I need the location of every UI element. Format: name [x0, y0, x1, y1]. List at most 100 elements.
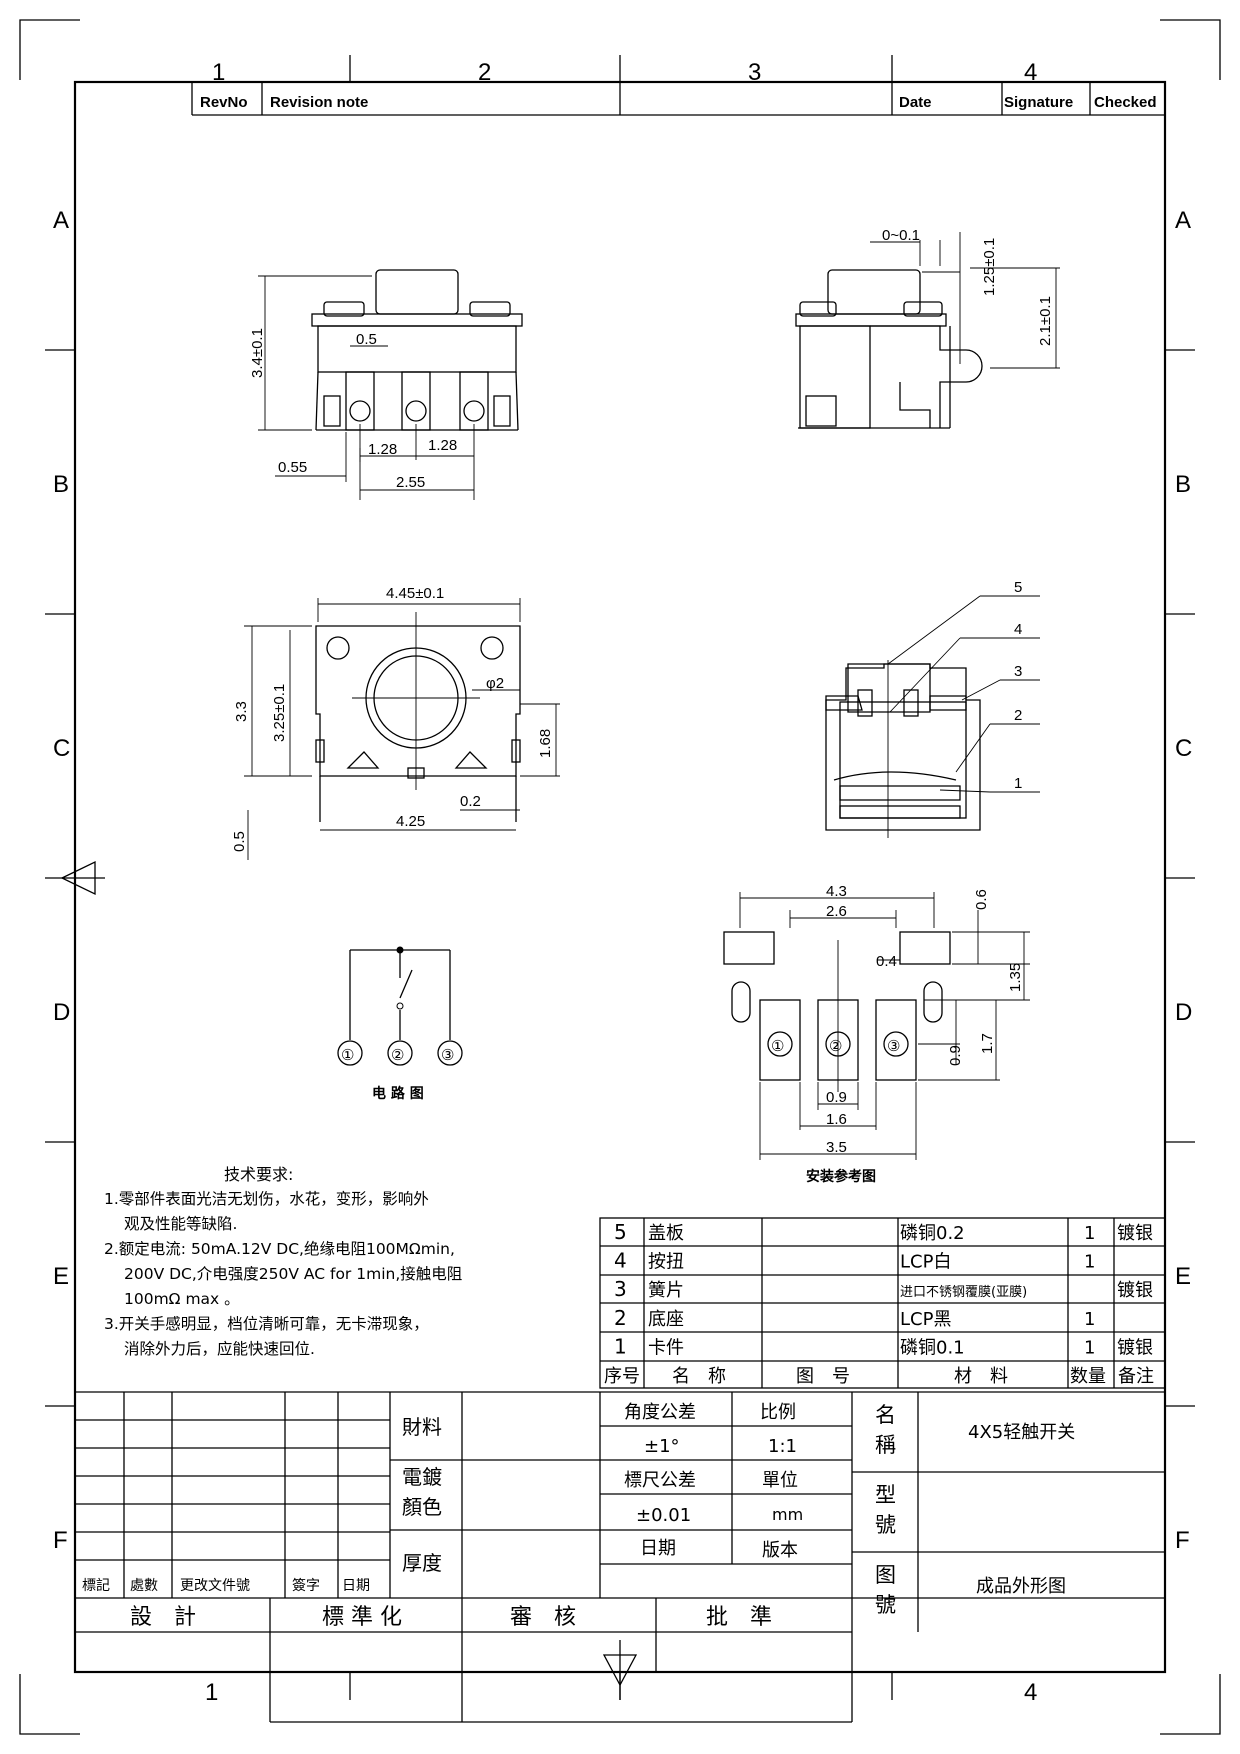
top-height-inner-dim: 3.25±0.1 [271, 684, 288, 742]
bom-header-note: 备注 [1118, 1366, 1154, 1387]
drawing-no-label: 图號 [875, 1563, 896, 1617]
drawing-number: 成品外形图 [976, 1576, 1066, 1597]
requirement-line: 观及性能等缺陷. [124, 1215, 238, 1233]
bom-cell-no: 4 [614, 1249, 627, 1273]
date-header: Date [899, 94, 932, 111]
fp-h3-dim: 0.9 [947, 1045, 964, 1066]
plating-label: 電鍍顏色 [402, 1465, 442, 1519]
bom-cell-qty: 1 [1084, 1252, 1095, 1273]
angle-tolerance-value: ±1° [644, 1436, 680, 1457]
version-label: 版本 [762, 1540, 798, 1561]
row-label-a: A [53, 207, 69, 234]
mod-header-mark: 標記 [82, 1577, 110, 1594]
thickness-label: 厚度 [402, 1551, 442, 1575]
mod-header-sign: 簽字 [292, 1577, 320, 1594]
top-height-outer-dim: 3.3 [233, 701, 250, 722]
fp-pad-1: ① [771, 1038, 784, 1055]
bom-cell-note: 镀银 [1117, 1280, 1153, 1301]
bom-cell-material: 磷铜0.1 [900, 1337, 965, 1358]
top-pin-length-dim: 0.5 [231, 831, 248, 852]
bom-cell-material: LCP黑 [900, 1309, 951, 1330]
scale-label: 比例 [760, 1402, 796, 1423]
row-label-d: D [53, 999, 70, 1026]
bom-cell-no: 5 [614, 1220, 627, 1244]
row-label-f-right: F [1175, 1527, 1190, 1554]
row-label-d-right: D [1175, 999, 1192, 1026]
bom-cell-name: 底座 [648, 1309, 684, 1330]
mod-header-date: 日期 [342, 1578, 370, 1594]
top-view: 4.45±0.1 3.3 3.25±0.1 φ2 1.68 0.2 4.25 0… [231, 585, 560, 860]
callout-1: 1 [1014, 775, 1022, 792]
mod-header-count: 處數 [130, 1578, 158, 1594]
row-label-c-right: C [1175, 735, 1192, 762]
technical-requirements: 技术要求: 1.零部件表面光洁无划伤，水花，变形，影响外 观及性能等缺陷. 2.… [104, 1162, 462, 1362]
front-view: 3.4±0.1 0.5 1.28 1.28 0.55 2.55 [249, 269, 523, 500]
bom-cell-name: 卡件 [648, 1337, 684, 1358]
section-view: 5 4 3 2 1 [825, 579, 1040, 838]
side-stem-dim: 1.25±0.1 [981, 238, 998, 296]
row-label-e-right: E [1175, 1263, 1191, 1290]
centering-marks [45, 860, 638, 1700]
bom-cell-no: 3 [614, 1277, 627, 1301]
sign-standardization: 標 準 化 [322, 1605, 402, 1630]
bom-cell-material: 进口不锈钢覆膜(亚膜) [900, 1285, 1027, 1300]
drawing-no-label-box: 图號 [875, 1563, 896, 1617]
bottom-column-label-4: 4 [1024, 1679, 1037, 1706]
signature-header: Signature [1004, 94, 1073, 111]
side-view: 0~0.1 1.25±0.1 2.1±0.1 [795, 227, 1060, 429]
unit-label: 單位 [762, 1470, 798, 1491]
corner-marks [19, 19, 1221, 1735]
fp-inner-width-dim: 2.6 [826, 903, 847, 920]
rev-no-header: RevNo [200, 94, 248, 111]
bom-table [599, 1217, 1166, 1389]
bom-cell-qty: 1 [1084, 1337, 1095, 1358]
bom-header-material: 材 料 [954, 1366, 1008, 1387]
top-width-dim: 4.45±0.1 [386, 585, 444, 602]
title-block-grid [75, 1391, 1165, 1723]
row-label-c: C [53, 735, 70, 762]
callout-5: 5 [1014, 579, 1022, 596]
column-label-4: 4 [1024, 59, 1037, 86]
model-label-box: 型號 [875, 1483, 896, 1537]
top-right-dim: 1.68 [537, 729, 554, 758]
bom-header-name: 名 称 [672, 1366, 726, 1387]
requirement-line: 2.额定电流: 50mA.12V DC,绝缘电阻100MΩmin, [104, 1240, 455, 1258]
row-label-a-right: A [1175, 207, 1191, 234]
revision-header [191, 82, 1165, 116]
requirement-line: 3.开关手感明显，档位清晰可靠，无卡滞现象， [104, 1315, 429, 1333]
name-label: 名稱 [875, 1403, 896, 1457]
callout-3: 3 [1014, 663, 1022, 680]
bom-cell-qty: 1 [1084, 1223, 1095, 1244]
front-height-dim: 3.4±0.1 [249, 328, 266, 378]
requirement-line: 消除外力后，应能快速回位. [124, 1340, 315, 1358]
top-base-dim: 4.25 [396, 813, 425, 830]
requirement-line: 1.零部件表面光洁无划伤，水花，变形，影响外 [104, 1190, 429, 1208]
footprint-view: 4.3 2.6 0.6 0.4 1.35 1.7 0.9 0.9 1.6 3.5… [723, 883, 1030, 1185]
front-pitch-left-dim: 1.28 [368, 441, 397, 458]
dimension-tolerance-value: ±0.01 [636, 1505, 691, 1526]
bom-cell-material: 磷铜0.2 [900, 1223, 965, 1244]
mod-header-doc: 更改文件號 [180, 1578, 250, 1594]
bom-cell-qty: 1 [1084, 1309, 1095, 1330]
bottom-column-label-1: 1 [205, 1679, 218, 1706]
row-label-b-right: B [1175, 471, 1191, 498]
column-label-3: 3 [748, 59, 761, 86]
callout-2: 2 [1014, 707, 1022, 724]
requirements-title: 技术要求: [224, 1165, 294, 1184]
circuit-node-2: ② [391, 1047, 404, 1064]
product-name: 4X5轻触开关 [968, 1422, 1075, 1443]
sign-approve: 批 準 [706, 1605, 772, 1630]
circuit-node-3: ③ [441, 1047, 454, 1064]
circuit-caption: 电 路 图 [372, 1085, 424, 1102]
fp-pitch-dim: 1.6 [826, 1111, 847, 1128]
scale-value: 1:1 [768, 1436, 797, 1457]
bom-cell-material: LCP白 [900, 1252, 951, 1273]
side-gap-dim: 0~0.1 [882, 227, 920, 244]
revision-note-header: Revision note [270, 94, 368, 111]
row-label-b: B [53, 471, 69, 498]
bom-header-drawing: 图 号 [796, 1366, 850, 1387]
angle-tolerance-label: 角度公差 [624, 1402, 696, 1423]
fp-pad-width-dim: 0.9 [826, 1089, 847, 1106]
